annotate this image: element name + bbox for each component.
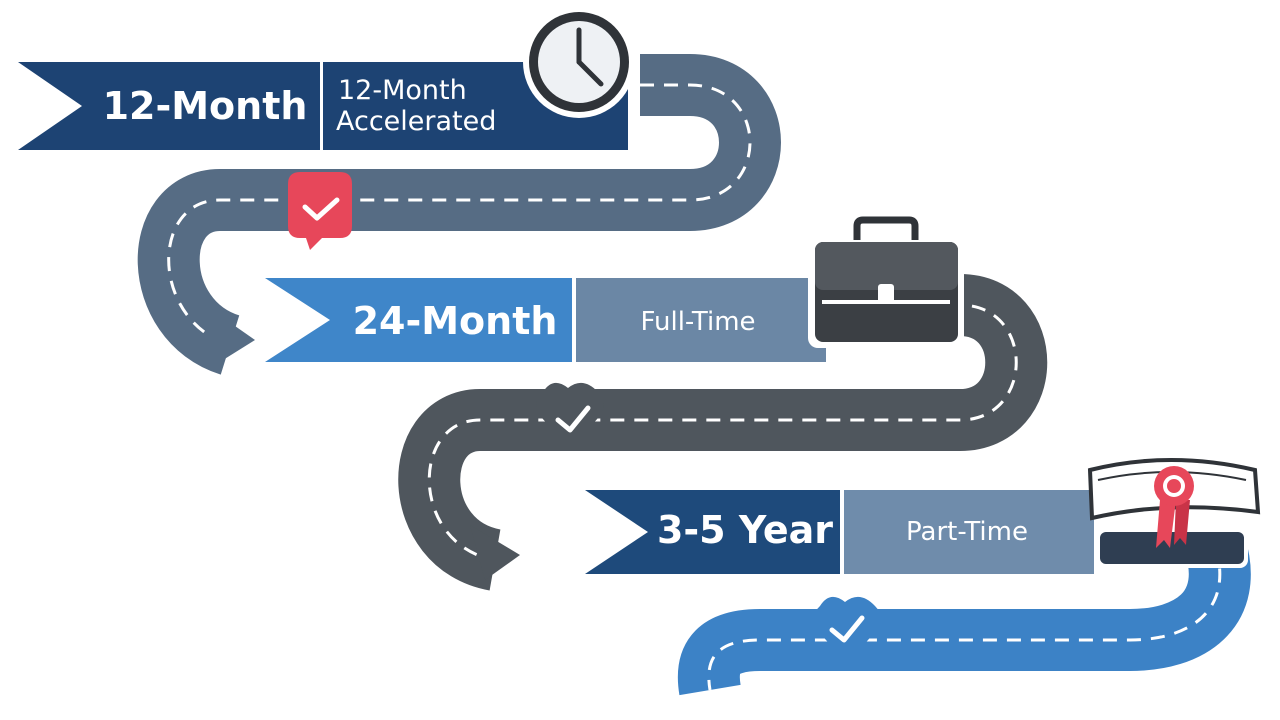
- briefcase-icon: [808, 216, 964, 348]
- road-arrow-2: [470, 525, 520, 580]
- duration-label: 3-5 Year: [657, 508, 833, 552]
- duration-ribbon: [585, 490, 840, 574]
- road-segment-3: [677, 535, 1251, 696]
- clock-icon: [523, 6, 635, 118]
- diploma-icon: [1087, 458, 1261, 568]
- check-icon: [555, 405, 591, 433]
- duration-ribbon: [265, 278, 572, 362]
- program-panel: [576, 278, 826, 362]
- program-label: Part-Time: [906, 517, 1028, 547]
- program-label-line1: 12-Month: [338, 75, 467, 106]
- checkpoint-marker-1: [288, 172, 352, 250]
- check-icon: [302, 197, 340, 221]
- check-icon: [829, 615, 865, 643]
- program-label-line2: Accelerated: [336, 106, 496, 137]
- track-banner-12-month: 12-Month 12-Month Accelerated: [18, 62, 628, 150]
- checkpoint-marker-3: [813, 596, 881, 664]
- duration-label: 12-Month: [103, 84, 308, 128]
- track-banner-24-month: 24-Month Full-Time: [265, 278, 826, 362]
- track-banner-3-5-year: 3-5 Year Part-Time: [585, 490, 1094, 574]
- road-segment-1: [137, 54, 781, 375]
- road-arrow-1: [205, 305, 255, 365]
- program-label: Full-Time: [640, 307, 755, 337]
- road-segment-2: [398, 274, 1048, 591]
- program-panel: [844, 490, 1094, 574]
- checkpoint-marker-2: [536, 382, 604, 450]
- duration-ribbon: [18, 62, 320, 150]
- duration-label: 24-Month: [353, 299, 558, 343]
